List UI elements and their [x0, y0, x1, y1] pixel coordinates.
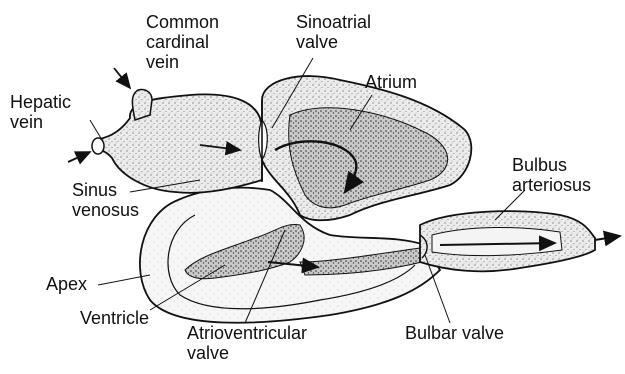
label-sinus-venosus: Sinus venosus	[72, 180, 139, 220]
label-ventricle: Ventricle	[80, 308, 149, 328]
common-cardinal-vein-vessel	[132, 89, 152, 120]
sinus-venosus-chamber	[95, 94, 262, 192]
leader-hepatic	[90, 120, 102, 140]
label-hepatic-vein: Hepatic vein	[10, 92, 71, 132]
bulbus-inner	[432, 227, 562, 255]
label-sinoatrial-valve: Sinoatrial valve	[296, 12, 371, 52]
label-apex: Apex	[46, 274, 87, 294]
flow-arrow-exit	[595, 236, 620, 240]
label-bulbar-valve: Bulbar valve	[405, 323, 504, 343]
label-atrioventricular-valve: Atrioventricular valve	[187, 323, 307, 363]
label-atrium: Atrium	[365, 72, 417, 92]
flow-arrow-cardinal	[114, 68, 130, 88]
label-bulbus-arteriosus: Bulbus arteriosus	[512, 155, 591, 195]
label-common-cardinal-vein: Common cardinal vein	[146, 12, 219, 72]
hepatic-vein-vessel	[92, 138, 104, 154]
flow-arrow-hepatic	[68, 152, 90, 162]
